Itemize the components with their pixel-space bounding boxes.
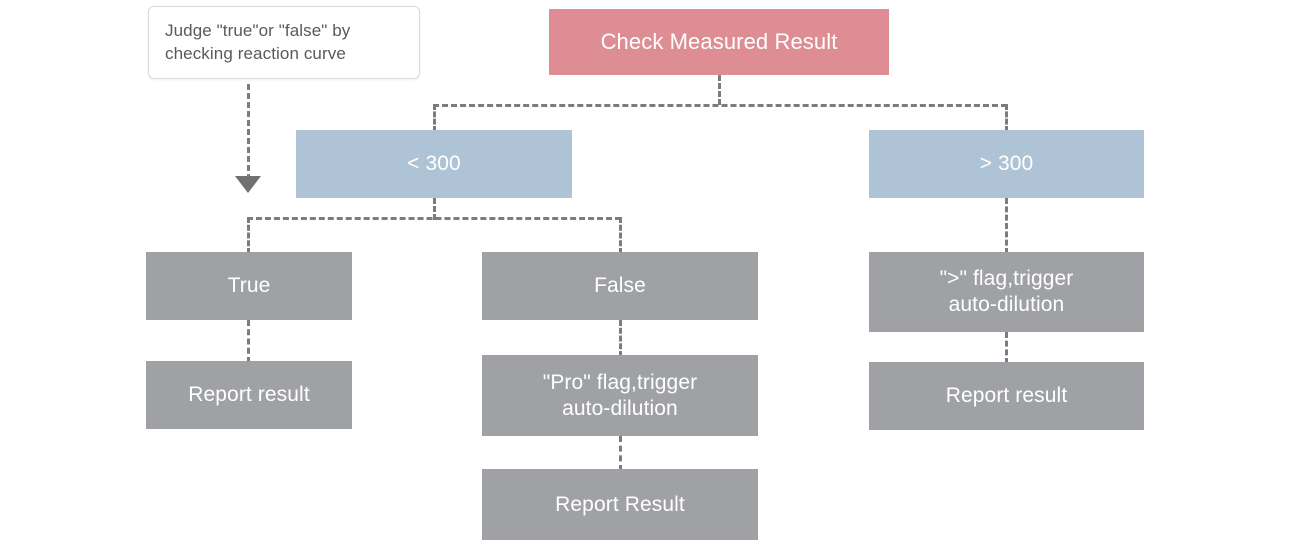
connector-note-to-true — [247, 84, 250, 180]
node-check-measured-result[interactable]: Check Measured Result — [549, 9, 889, 75]
connector-lt300-stem — [433, 198, 436, 220]
connector-root-to-gt300 — [1005, 104, 1008, 132]
node-false[interactable]: False — [482, 252, 758, 320]
connector-gt-flag-to-report — [1005, 332, 1008, 364]
node-gt-flag-auto-dilution[interactable]: ">" flag,trigger auto-dilution — [869, 252, 1144, 332]
connector-root-stem — [718, 75, 721, 105]
connector-root-split — [433, 104, 1007, 107]
connector-lt300-to-true — [247, 217, 250, 254]
connector-gt300-to-flag — [1005, 198, 1008, 254]
connector-pro-flag-to-report — [619, 436, 622, 471]
node-report-result-true[interactable]: Report result — [146, 361, 352, 429]
note-judge-true-false: Judge "true"or "false" by checking react… — [148, 6, 420, 79]
node-branch-lt-300[interactable]: < 300 — [296, 130, 572, 198]
node-branch-gt-300[interactable]: > 300 — [869, 130, 1144, 198]
connector-false-to-pro-flag — [619, 320, 622, 357]
node-report-result-gt[interactable]: Report result — [869, 362, 1144, 430]
connector-lt300-split — [247, 217, 621, 220]
connector-true-to-report — [247, 320, 250, 363]
node-true[interactable]: True — [146, 252, 352, 320]
arrowhead-note-to-true-icon — [235, 176, 261, 193]
connector-lt300-to-false — [619, 217, 622, 254]
node-report-result-false[interactable]: Report Result — [482, 469, 758, 540]
connector-root-to-lt300 — [433, 104, 436, 132]
node-pro-flag-auto-dilution[interactable]: "Pro" flag,trigger auto-dilution — [482, 355, 758, 436]
